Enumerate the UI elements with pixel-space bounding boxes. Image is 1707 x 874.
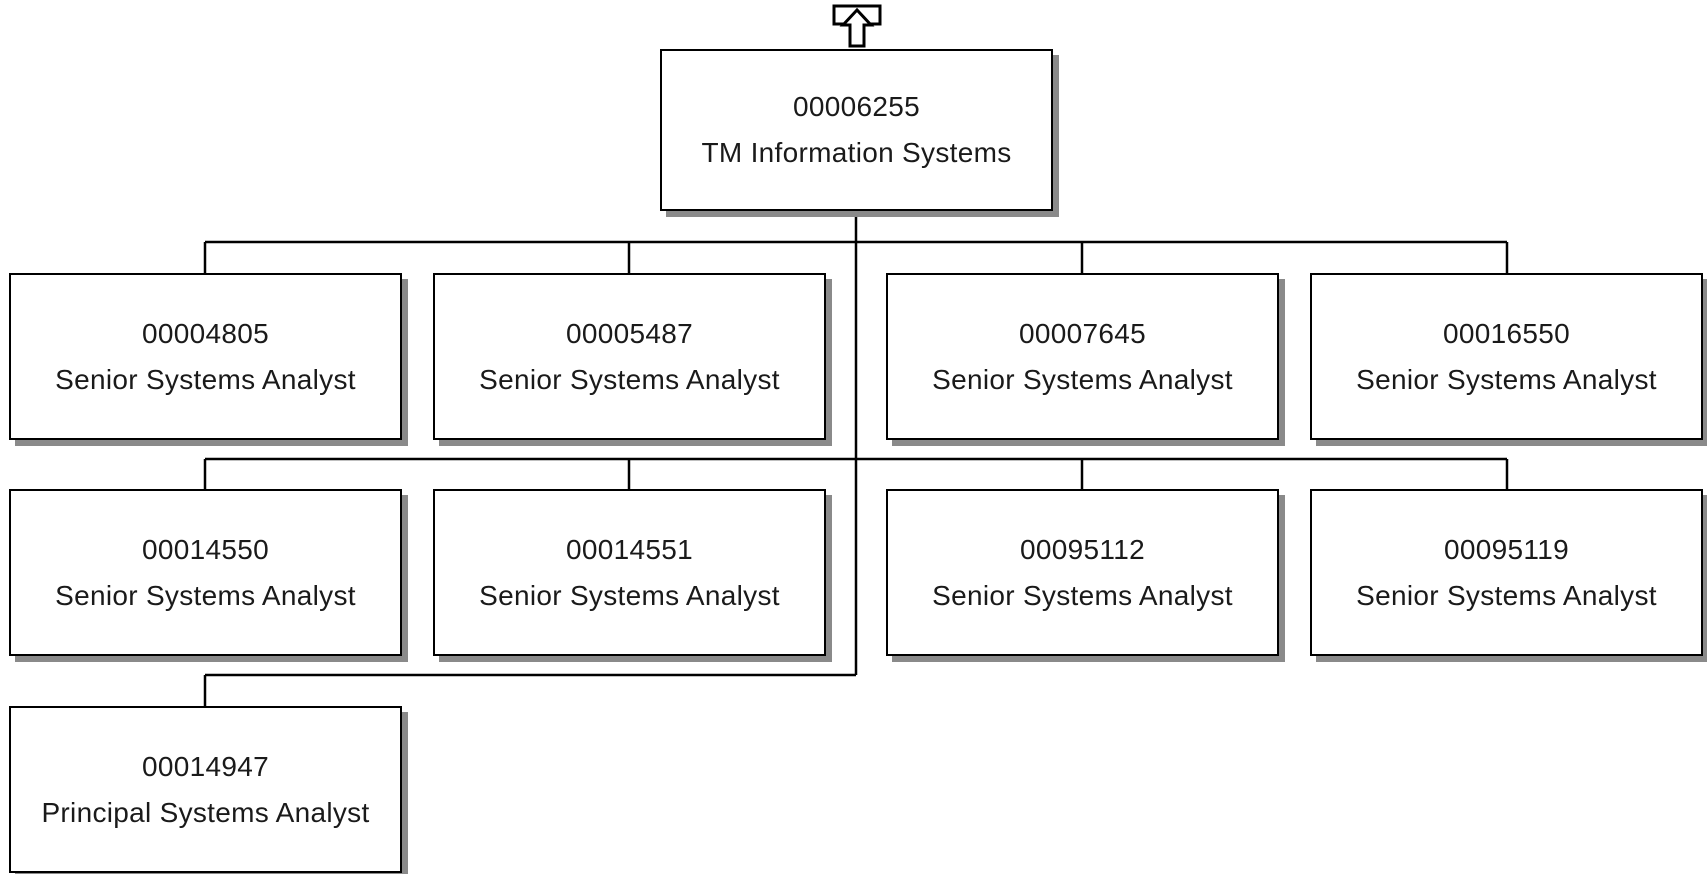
org-node[interactable]: 00095112 Senior Systems Analyst: [886, 489, 1279, 656]
node-position-id: 00014550: [142, 533, 269, 565]
node-position-id: 00014551: [566, 533, 693, 565]
node-position-id: 00006255: [793, 91, 920, 122]
up-arrow-icon[interactable]: [832, 4, 882, 50]
node-position-id: 00004805: [142, 317, 269, 349]
org-node[interactable]: 00014550 Senior Systems Analyst: [9, 489, 402, 656]
org-node-root[interactable]: 00006255 TM Information Systems: [660, 49, 1053, 211]
node-position-id: 00007645: [1019, 317, 1146, 349]
node-position-title: TM Information Systems: [701, 137, 1012, 168]
node-position-title: Senior Systems Analyst: [932, 363, 1233, 395]
org-node[interactable]: 00014551 Senior Systems Analyst: [433, 489, 826, 656]
node-position-title: Senior Systems Analyst: [1356, 579, 1657, 611]
node-position-title: Senior Systems Analyst: [932, 579, 1233, 611]
node-position-title: Senior Systems Analyst: [55, 579, 356, 611]
node-position-title: Senior Systems Analyst: [55, 363, 356, 395]
node-position-id: 00095112: [1020, 533, 1145, 565]
node-position-title: Principal Systems Analyst: [41, 796, 370, 828]
node-position-title: Senior Systems Analyst: [1356, 363, 1657, 395]
node-position-id: 00095119: [1444, 533, 1569, 565]
node-position-id: 00014947: [142, 750, 269, 782]
org-node[interactable]: 00095119 Senior Systems Analyst: [1310, 489, 1703, 656]
org-node[interactable]: 00014947 Principal Systems Analyst: [9, 706, 402, 873]
node-position-title: Senior Systems Analyst: [479, 363, 780, 395]
org-node[interactable]: 00005487 Senior Systems Analyst: [433, 273, 826, 440]
node-position-title: Senior Systems Analyst: [479, 579, 780, 611]
org-node[interactable]: 00016550 Senior Systems Analyst: [1310, 273, 1703, 440]
node-position-id: 00005487: [566, 317, 693, 349]
org-node[interactable]: 00007645 Senior Systems Analyst: [886, 273, 1279, 440]
org-node[interactable]: 00004805 Senior Systems Analyst: [9, 273, 402, 440]
node-position-id: 00016550: [1443, 317, 1570, 349]
